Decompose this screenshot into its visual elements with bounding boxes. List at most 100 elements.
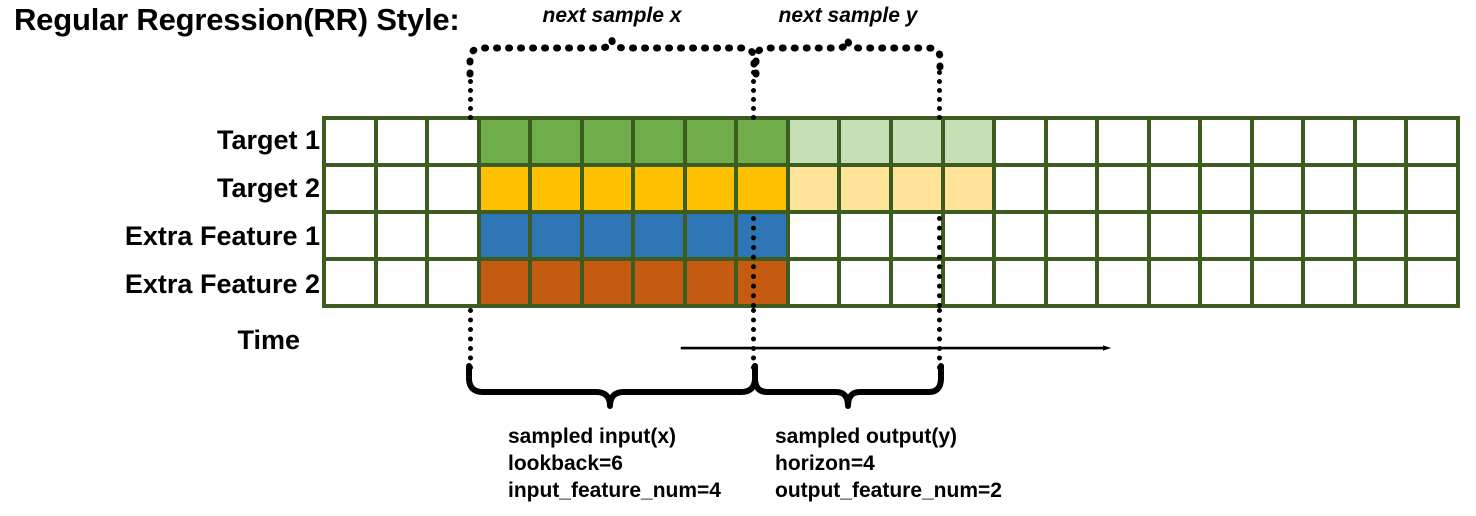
- grid-cell-r3-c16: [1099, 214, 1147, 257]
- grid-cell-r2-c19: [1253, 167, 1302, 210]
- grid-cell-r2-c3: [429, 167, 477, 210]
- sampled-output-line-1: sampled output(y): [775, 425, 957, 448]
- brace-next-sample-y: [752, 39, 944, 78]
- guide-line-input-end-top: [751, 70, 756, 120]
- guide-line-input-start-bottom: [468, 308, 473, 370]
- arrow-right-icon: [1103, 345, 1112, 351]
- grid-cell-r4-c17: [1150, 261, 1199, 304]
- grid-cell-r1-c14: [996, 120, 1044, 163]
- grid-cell-r2-c2: [377, 167, 426, 210]
- grid-cell-r4-c2: [377, 261, 426, 304]
- brace-sampled-output: [752, 363, 944, 409]
- grid-cell-r1-c9: [738, 120, 786, 163]
- grid-cell-r1-c16: [1099, 120, 1147, 163]
- grid-cell-r1-c22: [1408, 120, 1456, 163]
- grid-cell-r2-c9: [738, 167, 786, 210]
- sampled-output-caption: sampled output(y) horizon=4 output_featu…: [775, 423, 1002, 504]
- page-title: Regular Regression(RR) Style:: [14, 2, 460, 37]
- grid-cell-r4-c1: [326, 261, 374, 304]
- grid-cell-r1-c7: [635, 120, 683, 163]
- grid-cell-r3-c9: [738, 214, 786, 257]
- grid-cell-r1-c19: [1253, 120, 1302, 163]
- guide-line-input-end-mid: [751, 216, 756, 308]
- grid-cell-r1-c11: [841, 120, 889, 163]
- grid-cell-r3-c1: [326, 214, 374, 257]
- grid-cell-r2-c16: [1099, 167, 1147, 210]
- grid-cell-r4-c22: [1408, 261, 1456, 304]
- grid-cell-r2-c1: [326, 167, 374, 210]
- grid-cell-r2-c12: [893, 167, 941, 210]
- grid-cell-r4-c3: [429, 261, 477, 304]
- grid-cell-r1-c3: [429, 120, 477, 163]
- grid-cell-r4-c15: [1047, 261, 1096, 304]
- grid-cell-r3-c14: [996, 214, 1044, 257]
- grid-cell-r3-c3: [429, 214, 477, 257]
- grid-cell-r2-c5: [532, 167, 580, 210]
- grid-cell-r1-c1: [326, 120, 374, 163]
- grid-cell-r3-c21: [1356, 214, 1405, 257]
- grid-cell-r2-c8: [686, 167, 735, 210]
- grid-cell-r2-c14: [996, 167, 1044, 210]
- grid-cell-r4-c12: [893, 261, 941, 304]
- guide-line-output-end-bottom: [937, 308, 942, 370]
- grid-cell-r3-c2: [377, 214, 426, 257]
- guide-line-input-end-bottom: [751, 308, 756, 370]
- grid-cell-r4-c7: [635, 261, 683, 304]
- grid-cell-r2-c11: [841, 167, 889, 210]
- grid-cell-r3-c17: [1150, 214, 1199, 257]
- grid-cell-r4-c14: [996, 261, 1044, 304]
- grid-cell-r2-c13: [944, 167, 993, 210]
- time-axis-label: Time: [237, 325, 300, 355]
- grid-cell-r3-c18: [1202, 214, 1250, 257]
- grid-cell-r2-c15: [1047, 167, 1096, 210]
- guide-line-input-start-top: [468, 70, 473, 120]
- row-label-column: Target 1 Target 2 Extra Feature 1 Extra …: [10, 0, 320, 516]
- grid-cell-r3-c8: [686, 214, 735, 257]
- grid-cell-r3-c7: [635, 214, 683, 257]
- grid-cell-r2-c4: [480, 167, 529, 210]
- grid-cell-r4-c19: [1253, 261, 1302, 304]
- grid-cell-r3-c12: [893, 214, 941, 257]
- grid-cell-r4-c8: [686, 261, 735, 304]
- next-sample-x-label: next sample x: [542, 4, 682, 27]
- guide-line-output-end-mid: [937, 216, 942, 308]
- grid-cell-r4-c4: [480, 261, 529, 304]
- grid-cell-r4-c21: [1356, 261, 1405, 304]
- grid-cell-r4-c9: [738, 261, 786, 304]
- row-label-extra-feature-1: Extra Feature 1: [124, 221, 320, 251]
- grid-cell-r4-c18: [1202, 261, 1250, 304]
- sampled-input-caption: sampled input(x) lookback=6 input_featur…: [508, 423, 721, 504]
- sampled-output-line-2: horizon=4: [775, 452, 875, 475]
- grid-cell-r1-c8: [686, 120, 735, 163]
- sampled-input-line-1: sampled input(x): [508, 425, 677, 448]
- grid-cell-r1-c5: [532, 120, 580, 163]
- sampled-input-line-2: lookback=6: [508, 452, 623, 475]
- grid-cell-r3-c6: [583, 214, 632, 257]
- grid-cell-r3-c5: [532, 214, 580, 257]
- grid-cell-r3-c13: [944, 214, 993, 257]
- row-label-target-1: Target 1: [216, 125, 320, 155]
- grid-cell-r2-c18: [1202, 167, 1250, 210]
- grid-cell-r1-c10: [789, 120, 838, 163]
- row-label-target-2: Target 2: [216, 173, 320, 203]
- grid-cell-r4-c5: [532, 261, 580, 304]
- grid-cell-r2-c7: [635, 167, 683, 210]
- grid-cell-r1-c13: [944, 120, 993, 163]
- grid-cell-r2-c22: [1408, 167, 1456, 210]
- grid-cell-r2-c6: [583, 167, 632, 210]
- grid-cell-r1-c21: [1356, 120, 1405, 163]
- brace-next-sample-x: [466, 39, 758, 78]
- grid-cell-r1-c2: [377, 120, 426, 163]
- grid-cell-r1-c17: [1150, 120, 1199, 163]
- grid-cell-r4-c13: [944, 261, 993, 304]
- grid-cell-r1-c20: [1305, 120, 1353, 163]
- grid-cell-r1-c12: [893, 120, 941, 163]
- grid-cell-r4-c16: [1099, 261, 1147, 304]
- grid-cell-r3-c22: [1408, 214, 1456, 257]
- grid-cell-r4-c11: [841, 261, 889, 304]
- grid-cell-r1-c15: [1047, 120, 1096, 163]
- grid-cell-r4-c6: [583, 261, 632, 304]
- brace-sampled-input: [466, 363, 758, 409]
- grid-cell-r1-c18: [1202, 120, 1250, 163]
